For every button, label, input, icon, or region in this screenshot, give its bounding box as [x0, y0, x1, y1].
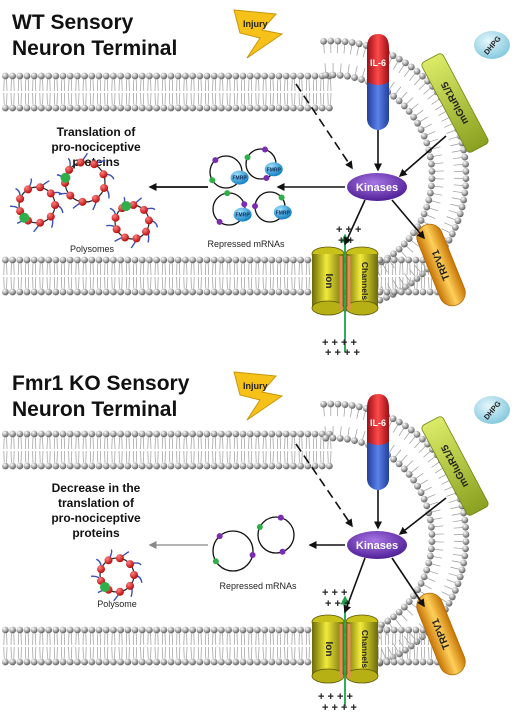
ribosome: [126, 560, 134, 568]
ion-label: Ion: [323, 642, 334, 657]
ribosome: [140, 206, 148, 214]
panel-title-line1: Fmr1 KO Sensory: [12, 372, 190, 395]
top-membrane: [2, 73, 333, 112]
kinases-label: Kinases: [356, 540, 398, 552]
mrnas-label: Repressed mRNAs: [207, 239, 285, 249]
ribosome: [66, 192, 74, 200]
panel-wt: WT Sensory Neuron Terminal Injury IL-6 m…: [2, 10, 510, 359]
injury-label: Injury: [243, 381, 268, 391]
plus-bottom2: + + + +: [322, 702, 357, 714]
ribosome: [36, 219, 44, 227]
ribosome: [97, 565, 105, 573]
ribosome: [145, 216, 153, 224]
caption-line1: Translation of: [57, 125, 137, 139]
repressed-mrnas: FMRP FMRP FMRP FMRP: [209, 147, 291, 225]
channels-label: Channels: [360, 630, 370, 669]
ion-channel: Ion Channels + + + + + + + + + + + + + +: [312, 587, 378, 714]
caption-line2: translation of: [58, 496, 135, 510]
injury-lightning: Injury: [234, 10, 282, 58]
polysomes: [91, 550, 142, 601]
fmrp-label: FMRP: [233, 176, 248, 182]
cap-protein: [121, 201, 131, 211]
fmrp-label: FMRP: [276, 210, 291, 216]
ribosome: [36, 183, 44, 191]
ribosome: [105, 556, 113, 564]
polysome-ring: [91, 550, 142, 601]
mrna-ring: [257, 515, 294, 555]
mrna-ring: FMRP: [252, 192, 292, 222]
panel-title-line2: Neuron Terminal: [12, 398, 177, 421]
ribosome: [78, 198, 86, 206]
polysome-ring: [106, 197, 157, 248]
ribosome: [16, 195, 24, 203]
il6-label: IL-6: [370, 418, 386, 428]
caption-line3: pro-nociceptive: [51, 511, 141, 525]
ribosome: [90, 160, 98, 168]
kinases-node: Kinases: [347, 531, 407, 559]
ribosome: [133, 234, 141, 242]
caption-line4: proteins: [72, 526, 120, 540]
cap-protein: [100, 582, 110, 592]
injury-lightning: Injury: [234, 372, 282, 420]
ribosome: [121, 233, 129, 241]
plus-bottom2: + + + +: [325, 347, 360, 359]
ribosome: [116, 588, 124, 596]
ribosome: [116, 554, 124, 562]
ribosome: [51, 201, 59, 209]
mglur-receptor: mGluR1/5 DHPG: [420, 396, 510, 517]
panel-title-line2: Neuron Terminal: [12, 37, 177, 60]
polysome-label: Polysome: [97, 599, 137, 609]
il6-receptor: IL-6: [367, 34, 389, 130]
fmrp-label: FMRP: [236, 213, 251, 219]
ion-label: Ion: [323, 274, 334, 289]
injury-label: Injury: [243, 19, 268, 29]
polysomes-label: Polysomes: [70, 244, 115, 254]
ribosome: [113, 225, 121, 233]
ribosome: [142, 228, 150, 236]
mrna-ring: [213, 531, 256, 571]
caption-line1: Decrease in the: [52, 481, 141, 495]
fmrp-label: FMRP: [267, 167, 282, 173]
top-membrane: [2, 431, 333, 470]
ribosome: [130, 571, 138, 579]
ribosome: [65, 166, 73, 174]
ribosome: [99, 170, 107, 178]
il6-label: IL-6: [370, 58, 386, 68]
cap-protein: [19, 213, 29, 223]
ribosome: [77, 158, 85, 166]
caption-line2: pro-nociceptive: [51, 140, 141, 154]
kinases-node: Kinases: [347, 173, 407, 201]
ribosome: [47, 213, 55, 221]
ribosome: [126, 582, 134, 590]
ribosome: [92, 195, 100, 203]
mrna-ring: FMRP: [213, 190, 252, 225]
left-caption: Decrease in the translation of pro-nocic…: [51, 481, 141, 540]
ribosome: [100, 184, 108, 192]
ribosome: [24, 185, 32, 193]
channels-label: Channels: [360, 262, 370, 301]
mrna-ring: FMRP: [245, 147, 283, 181]
polysome-ring: [10, 179, 63, 232]
cap-protein: [60, 173, 70, 183]
ribosome: [47, 189, 55, 197]
kinases-label: Kinases: [356, 182, 398, 194]
mrnas-label: Repressed mRNAs: [219, 581, 297, 591]
ion-channel: Ion Channels + + + + + + + + + + + + +: [312, 224, 378, 359]
mrna-ring: FMRP: [209, 156, 248, 188]
il6-receptor: IL-6: [367, 394, 389, 490]
ribosome: [112, 214, 120, 222]
repressed-mrnas: [213, 515, 294, 571]
panel-fmr1-ko: Fmr1 KO Sensory Neuron Terminal Injury I…: [2, 372, 510, 714]
panel-title-line1: WT Sensory: [12, 11, 134, 34]
